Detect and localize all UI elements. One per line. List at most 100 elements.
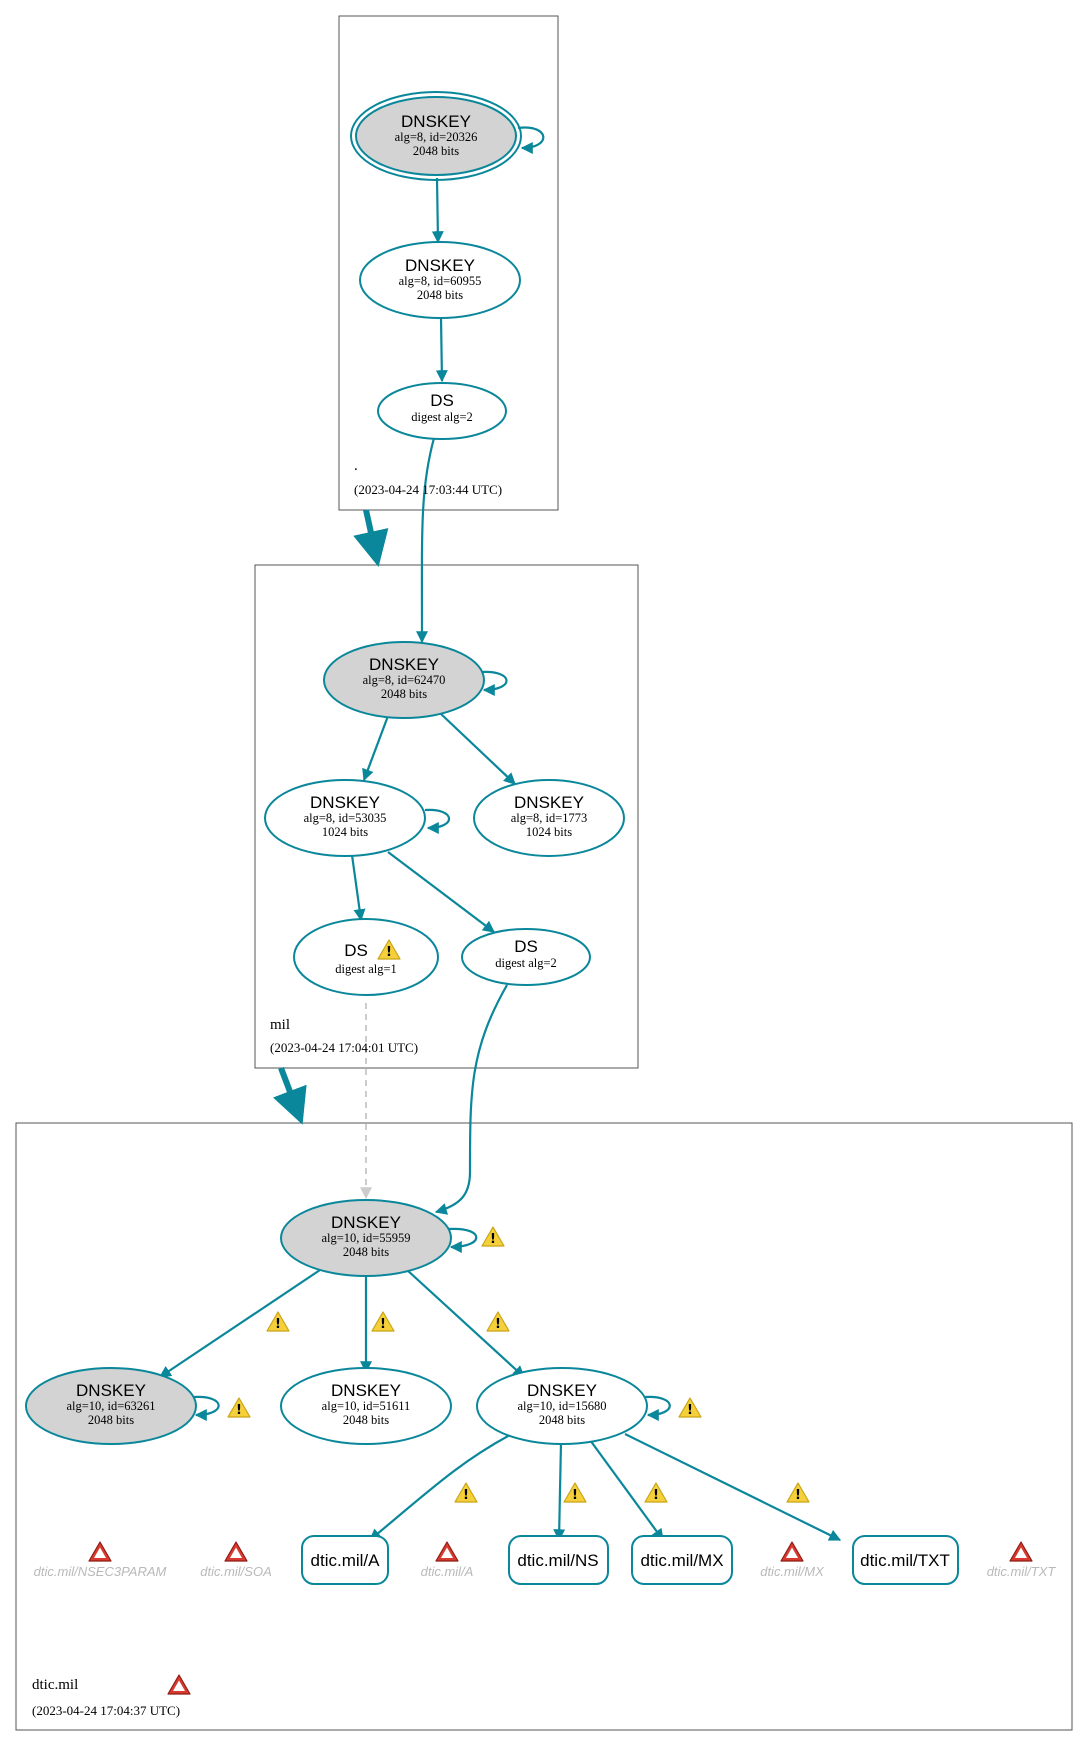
svg-text:!: ! — [386, 945, 392, 960]
svg-text:!: ! — [275, 1317, 281, 1332]
dnskey-node-dtic-key-15680[interactable]: DNSKEY alg=10, id=15680 2048 bits — [476, 1367, 648, 1445]
zone-name-root: . — [354, 458, 358, 474]
self-loop-root-ksk — [517, 126, 545, 154]
node-title: DS — [430, 391, 454, 410]
zone-name-dtic-mil: dtic.mil — [32, 1677, 78, 1693]
dnskey-node-root-ksk[interactable]: DNSKEY alg=8, id=20326 2048 bits — [350, 91, 522, 181]
missing-rrset-nsec3param[interactable]: dtic.mil/NSEC3PARAM — [34, 1541, 167, 1579]
dnskey-node-mil-ksk[interactable]: DNSKEY alg=8, id=62470 2048 bits — [323, 641, 485, 719]
node-detail: alg=10, id=55959 — [321, 1231, 410, 1245]
node-detail: digest alg=2 — [411, 410, 473, 424]
rrset-label: dtic.mil/A — [311, 1551, 381, 1570]
warning-icon[interactable]: ! — [227, 1397, 251, 1418]
warning-icon[interactable]: ! — [377, 939, 401, 960]
node-detail: digest alg=2 — [495, 956, 557, 970]
warning-icon[interactable]: ! — [678, 1397, 702, 1418]
dnskey-node-dtic-ksk[interactable]: DNSKEY alg=10, id=55959 2048 bits — [280, 1199, 452, 1277]
edge-mil-ksk-to-zsk2 — [440, 713, 516, 785]
warning-icon[interactable]: ! — [371, 1311, 395, 1332]
edge-key4-to-rrset-txt — [624, 1433, 842, 1541]
error-icon[interactable] — [167, 1674, 191, 1695]
node-detail: alg=10, id=63261 — [66, 1399, 155, 1413]
svg-text:!: ! — [463, 1488, 469, 1503]
svg-text:!: ! — [572, 1488, 578, 1503]
zone-box-root — [338, 15, 559, 511]
node-title: DNSKEY — [527, 1381, 597, 1400]
dnskey-node-dtic-key-51611[interactable]: DNSKEY alg=10, id=51611 2048 bits — [280, 1367, 452, 1445]
ds-node-root[interactable]: DS digest alg=2 — [377, 382, 507, 440]
svg-text:!: ! — [795, 1488, 801, 1503]
warning-icon[interactable]: ! — [481, 1226, 505, 1247]
edge-root-zsk-to-ds — [435, 317, 448, 383]
delegation-arrow-root-to-mil — [353, 509, 389, 568]
rrset-node-txt[interactable]: dtic.mil/TXT — [852, 1535, 959, 1585]
svg-text:!: ! — [490, 1232, 496, 1247]
dnskey-node-root-zsk[interactable]: DNSKEY alg=8, id=60955 2048 bits — [359, 241, 521, 319]
zone-box-dtic-mil — [15, 1122, 1073, 1731]
node-size: 2048 bits — [381, 687, 427, 701]
missing-rrset-label: dtic.mil/TXT — [987, 1564, 1057, 1579]
dnskey-node-mil-zsk1[interactable]: DNSKEY alg=8, id=53035 1024 bits — [264, 779, 426, 857]
ds-node-mil-digest1[interactable]: DS digest alg=1 ! — [293, 918, 439, 996]
dnskey-node-dtic-key-63261[interactable]: DNSKEY alg=10, id=63261 2048 bits — [25, 1367, 197, 1445]
node-title: DNSKEY — [514, 793, 584, 812]
zone-name-mil: mil — [270, 1017, 290, 1033]
rrset-label: dtic.mil/NS — [517, 1551, 598, 1570]
error-icon — [435, 1541, 459, 1562]
node-detail: alg=8, id=60955 — [399, 274, 482, 288]
node-size: 2048 bits — [88, 1413, 134, 1427]
missing-rrset-soa[interactable]: dtic.mil/SOA — [200, 1541, 272, 1579]
svg-text:!: ! — [653, 1488, 659, 1503]
rrset-label: dtic.mil/MX — [640, 1551, 723, 1570]
ds-node-mil-digest2[interactable]: DS digest alg=2 — [461, 928, 591, 986]
node-detail: alg=8, id=53035 — [304, 811, 387, 825]
node-detail: alg=8, id=62470 — [363, 673, 446, 687]
missing-rrset-a[interactable]: dtic.mil/A — [421, 1541, 474, 1579]
rrset-node-a[interactable]: dtic.mil/A — [301, 1535, 389, 1585]
node-size: 2048 bits — [539, 1413, 585, 1427]
svg-text:!: ! — [687, 1403, 693, 1418]
warning-icon[interactable]: ! — [486, 1311, 510, 1332]
edge-root-ds-to-mil-ksk — [415, 437, 436, 644]
node-size: 2048 bits — [417, 288, 463, 302]
node-title: DNSKEY — [369, 655, 439, 674]
node-size: 1024 bits — [322, 825, 368, 839]
self-loop-dtic-key2 — [193, 1395, 220, 1421]
warning-icon[interactable]: ! — [454, 1482, 478, 1503]
warning-icon[interactable]: ! — [266, 1311, 290, 1332]
node-size: 2048 bits — [343, 1245, 389, 1259]
node-detail: alg=8, id=1773 — [511, 811, 588, 825]
rrset-node-ns[interactable]: dtic.mil/NS — [508, 1535, 609, 1585]
edge-mil-ds2-to-dtic-ksk — [434, 984, 508, 1215]
edge-root-ksk-to-zsk — [431, 177, 444, 244]
node-detail: alg=10, id=51611 — [322, 1399, 411, 1413]
edge-key4-to-rrset-mx — [589, 1439, 664, 1541]
dnskey-node-mil-zsk2[interactable]: DNSKEY alg=8, id=1773 1024 bits — [473, 779, 625, 857]
node-title: DNSKEY — [310, 793, 380, 812]
svg-text:!: ! — [380, 1317, 386, 1332]
missing-rrset-label: dtic.mil/A — [421, 1564, 474, 1579]
node-title: DS — [514, 937, 538, 956]
self-loop-dtic-key4 — [644, 1395, 671, 1421]
self-loop-mil-zsk1 — [424, 808, 450, 834]
node-size: 2048 bits — [343, 1413, 389, 1427]
error-icon — [224, 1541, 248, 1562]
node-detail: alg=10, id=15680 — [517, 1399, 606, 1413]
error-icon — [780, 1541, 804, 1562]
missing-rrset-mx[interactable]: dtic.mil/MX — [760, 1541, 825, 1579]
edge-dtic-ksk-to-key4 — [406, 1269, 525, 1378]
edge-dtic-ksk-to-key2 — [159, 1269, 321, 1378]
error-icon — [1009, 1541, 1033, 1562]
warning-icon[interactable]: ! — [644, 1482, 668, 1503]
edge-mil-zsk1-to-ds1 — [350, 854, 366, 922]
self-loop-dtic-ksk — [448, 1227, 478, 1253]
missing-rrset-label: dtic.mil/NSEC3PARAM — [34, 1564, 167, 1579]
node-detail: digest alg=1 — [335, 962, 397, 976]
warning-icon[interactable]: ! — [786, 1482, 810, 1503]
zone-timestamp-dtic-mil: (2023-04-24 17:04:37 UTC) — [32, 1703, 180, 1718]
node-title: DNSKEY — [405, 256, 475, 275]
warning-icon[interactable]: ! — [563, 1482, 587, 1503]
missing-rrset-txt[interactable]: dtic.mil/TXT — [987, 1541, 1057, 1579]
rrset-node-mx[interactable]: dtic.mil/MX — [631, 1535, 733, 1585]
